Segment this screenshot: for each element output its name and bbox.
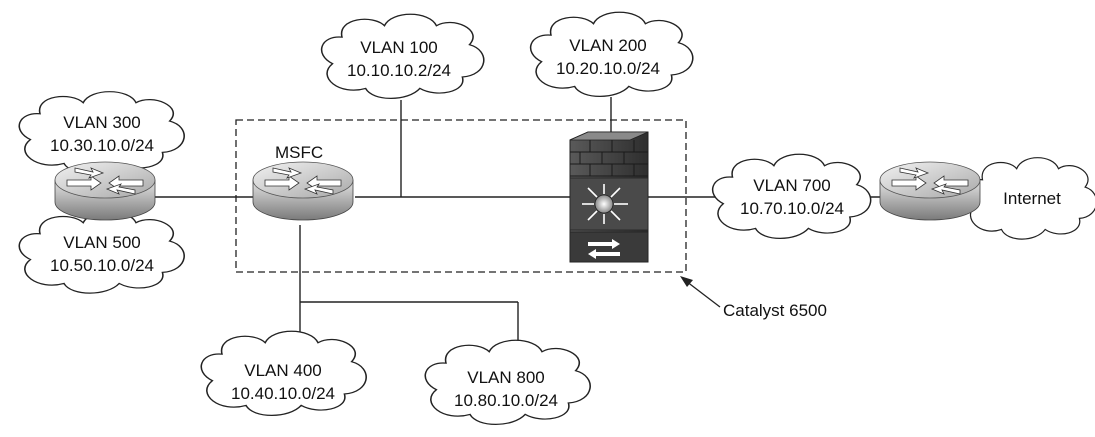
router-icon xyxy=(54,161,156,221)
msfc-label: MSFC xyxy=(275,143,323,162)
internet-label: Internet xyxy=(1003,189,1061,208)
vlan700-name: VLAN 700 xyxy=(753,176,831,195)
vlan700-subnet: 10.70.10.0/24 xyxy=(740,199,844,218)
vlan400-name: VLAN 400 xyxy=(244,361,322,380)
vlan500-subnet: 10.50.10.0/24 xyxy=(50,256,154,275)
internet-router-icon xyxy=(879,161,981,221)
vlan200-name: VLAN 200 xyxy=(569,36,647,55)
firewall-switch-icon xyxy=(569,131,649,263)
vlan500-name: VLAN 500 xyxy=(63,233,141,252)
vlan400-subnet: 10.40.10.0/24 xyxy=(231,384,335,403)
vlan100-name: VLAN 100 xyxy=(360,38,438,57)
vlan100-subnet: 10.10.10.2/24 xyxy=(347,61,451,80)
cloud-vlan700 xyxy=(711,153,872,240)
vlan300-subnet: 10.30.10.0/24 xyxy=(50,136,154,155)
cloud-vlan300 xyxy=(18,90,185,174)
cloud-vlan500 xyxy=(18,210,185,294)
catalyst-6500-boundary xyxy=(235,119,687,273)
vlan300-name: VLAN 300 xyxy=(63,113,141,132)
arrowhead-icon xyxy=(680,276,693,287)
msfc-router-icon xyxy=(252,161,354,221)
vlan800-name: VLAN 800 xyxy=(467,368,545,387)
vlan200-subnet: 10.20.10.0/24 xyxy=(556,59,660,78)
vlan800-subnet: 10.80.10.0/24 xyxy=(454,391,558,410)
catalyst-label: Catalyst 6500 xyxy=(723,301,827,320)
